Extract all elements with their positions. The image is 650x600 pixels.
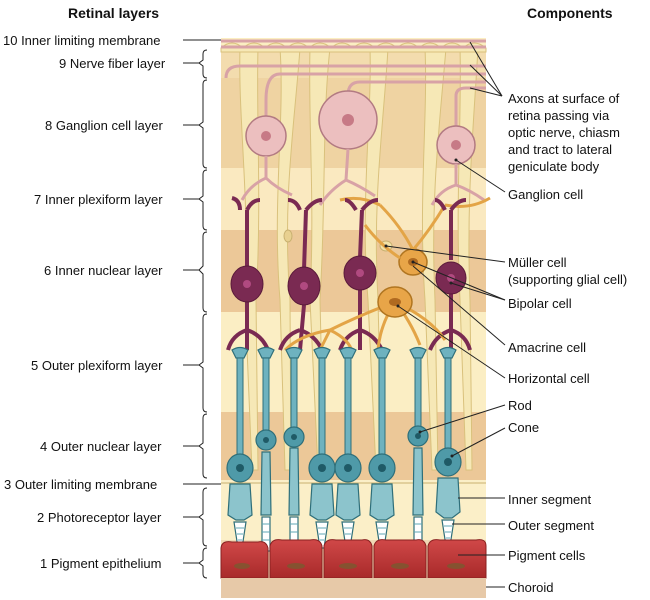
layer-brackets <box>183 39 221 579</box>
horizontal-cell <box>283 286 447 353</box>
inner-segments <box>227 447 461 521</box>
inner-segment-label: Inner segment <box>508 492 592 507</box>
layer-5-label: 5 Outer plexiform layer <box>31 358 163 373</box>
photoreceptor-terminals <box>231 346 457 359</box>
layer-4-label: 4 Outer nuclear layer <box>40 439 162 454</box>
muller-fibers <box>239 47 479 471</box>
muller-cell-sublabel: (supporting glial cell) <box>508 272 628 287</box>
ganglion-cell-label: Ganglion cell <box>508 187 584 202</box>
layer-2-label: 2 Photoreceptor layer <box>37 510 162 525</box>
axons-label-line-1: Axons at surface of <box>508 91 620 106</box>
horizontal-cell-label: Horizontal cell <box>508 371 590 386</box>
axons-label-line-4: and tract to lateral <box>508 142 613 157</box>
layer-7-label: 7 Inner plexiform layer <box>34 192 163 207</box>
axons-label-line-5: geniculate body <box>508 159 600 174</box>
outer-segment-label: Outer segment <box>508 518 594 533</box>
pigment-cells-label: Pigment cells <box>508 548 586 563</box>
axons-label-line-3: optic nerve, chiasm <box>508 125 620 140</box>
layer-9-label: 9 Nerve fiber layer <box>59 56 166 71</box>
layer-6-label: 6 Inner nuclear layer <box>44 263 163 278</box>
component-leaders <box>385 41 506 588</box>
bipolar-cell-label: Bipolar cell <box>508 296 572 311</box>
choroid-band <box>221 578 486 598</box>
amacrine-cell-label: Amacrine cell <box>508 340 587 355</box>
axons-label-line-2: retina passing via <box>508 108 610 123</box>
components-header: Components <box>527 5 613 21</box>
amacrine-processes <box>339 196 491 260</box>
layer-1-label: 1 Pigment epithelium <box>40 556 162 571</box>
cone-label: Cone <box>508 420 540 435</box>
rod-label: Rod <box>508 398 532 413</box>
layer-10-label: 10 Inner limiting membrane <box>3 33 161 48</box>
layer-3-label: 3 Outer limiting membrane <box>4 477 158 492</box>
pigment-epithelium <box>220 539 487 579</box>
bipolar-cells <box>226 196 472 351</box>
retinal-layers-header: Retinal layers <box>68 5 160 21</box>
layer-8-label: 8 Ganglion cell layer <box>45 118 163 133</box>
choroid-label: Choroid <box>508 580 554 595</box>
muller-cell-label: Müller cell <box>508 255 567 270</box>
